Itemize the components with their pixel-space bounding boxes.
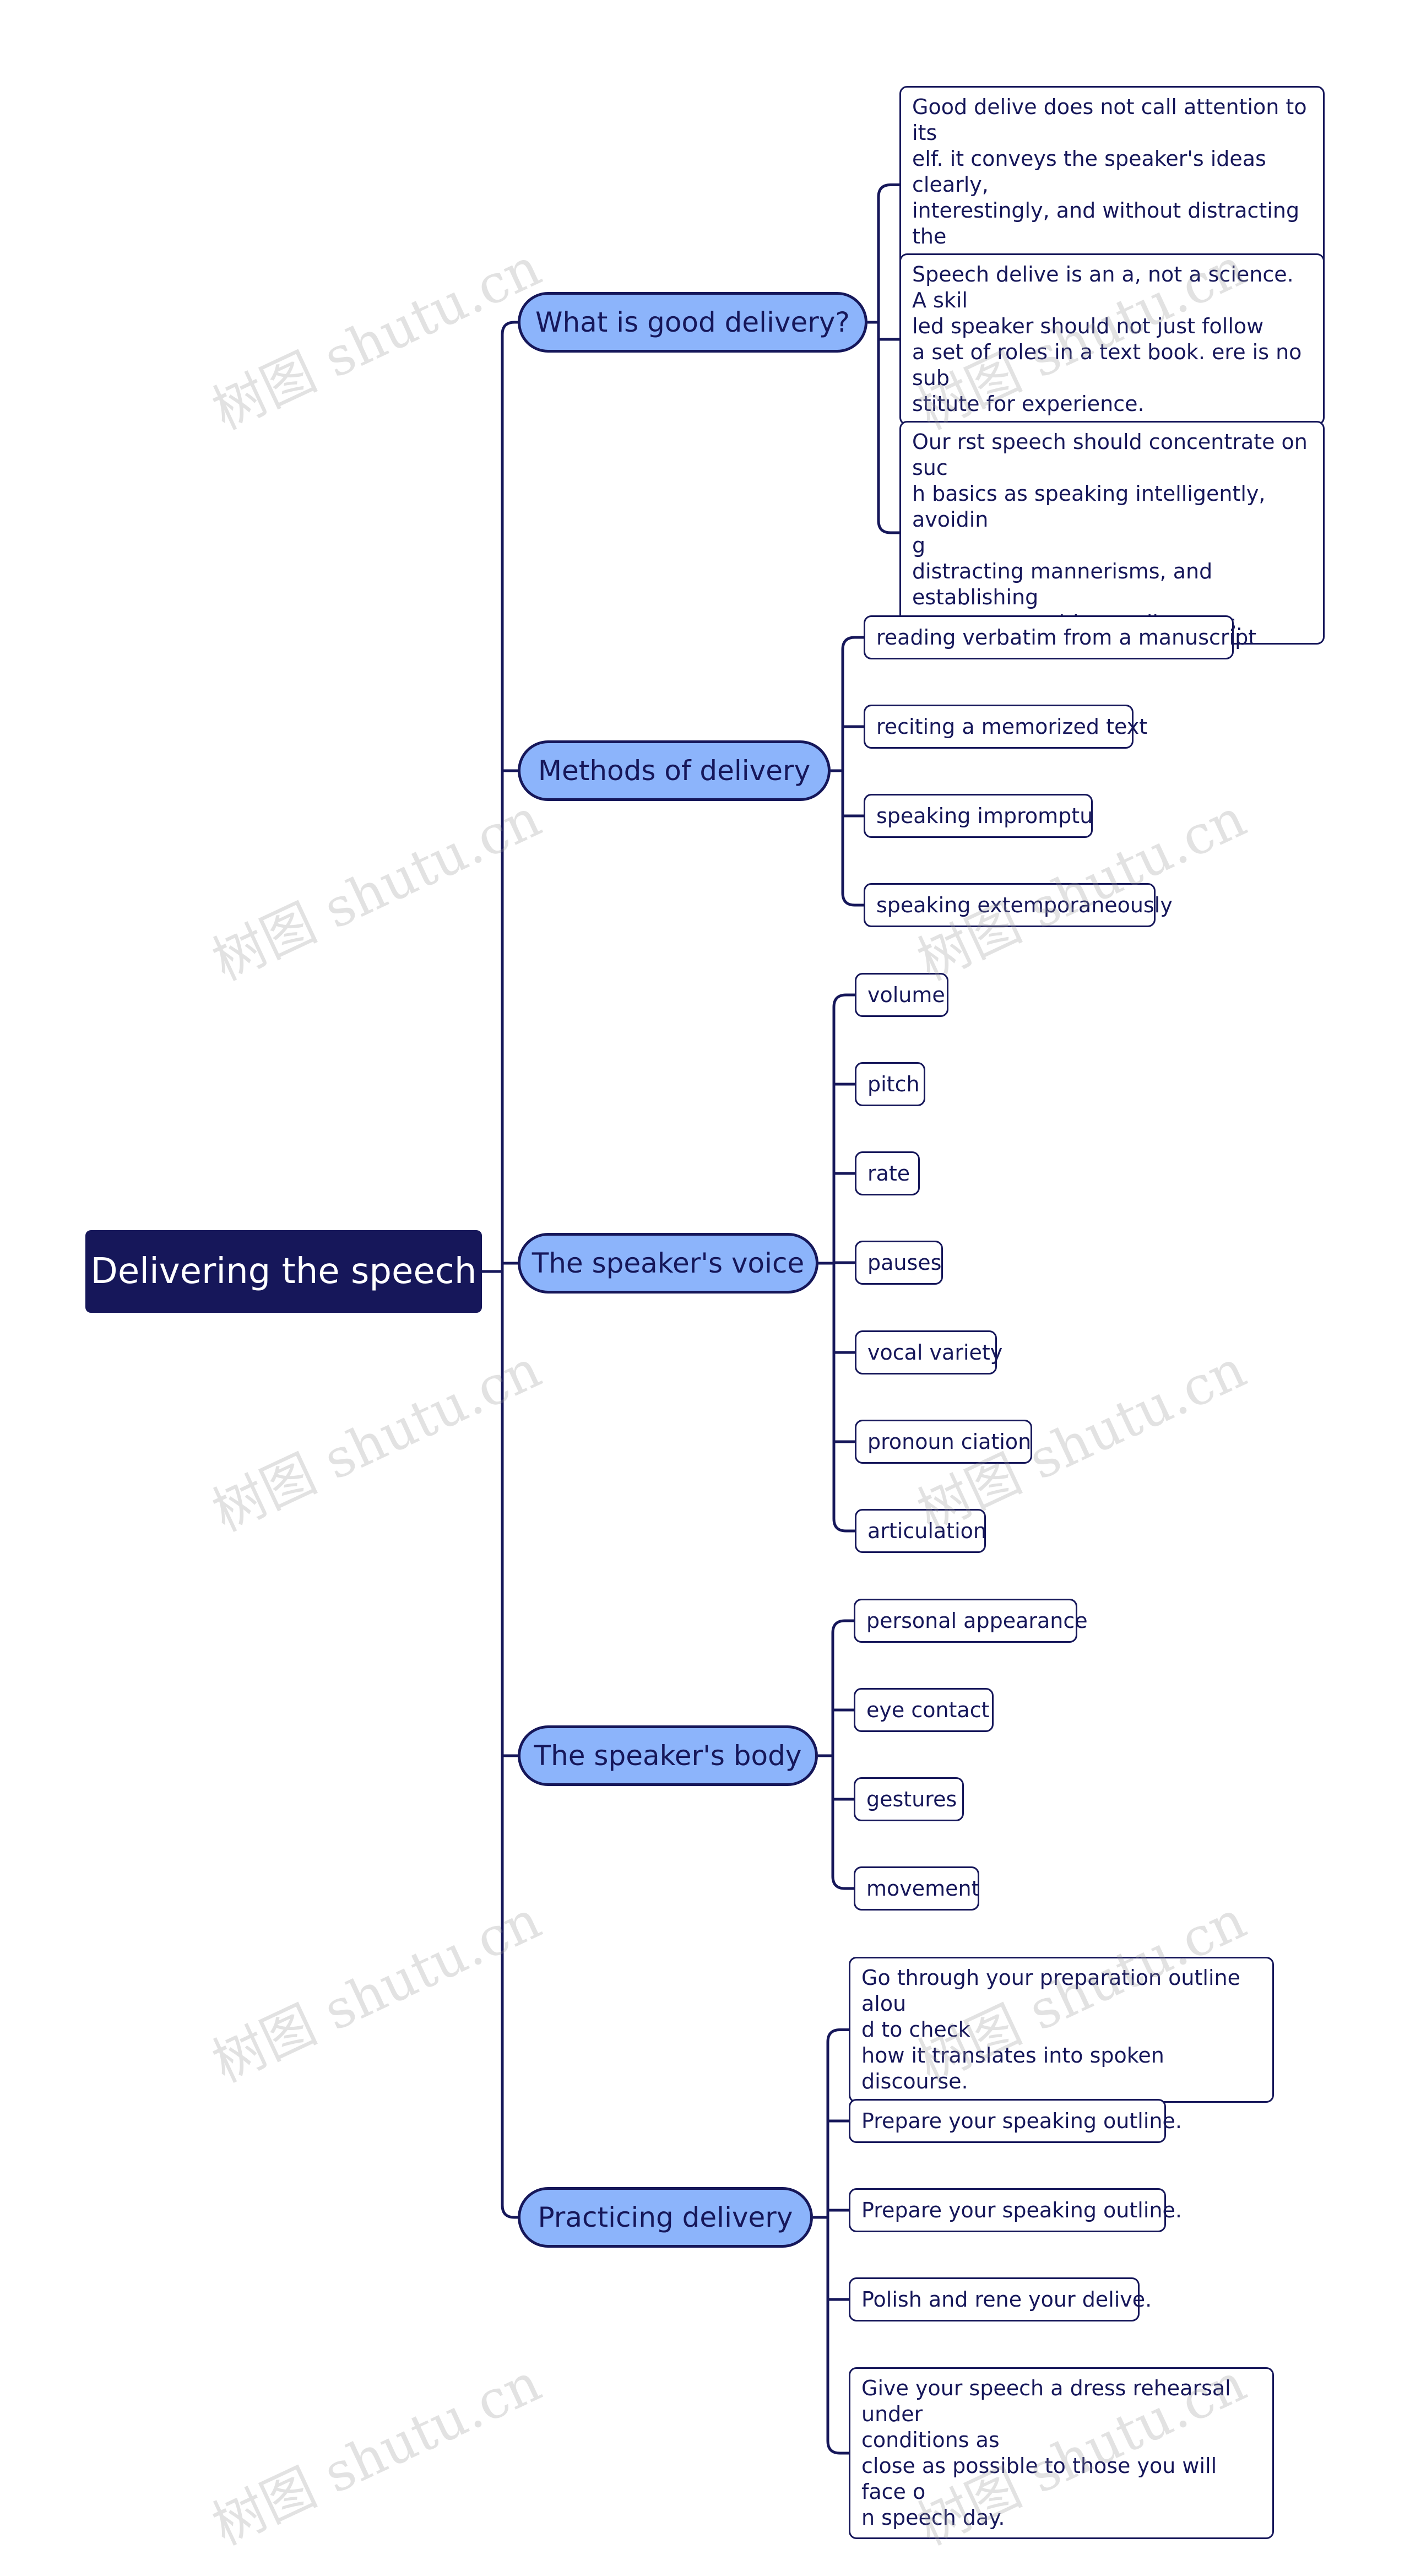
branch-connector-link (831, 1619, 854, 1633)
leaf-node[interactable]: Prepare your speaking outline. (849, 2188, 1182, 2232)
branch-connector-link (832, 1518, 855, 1533)
root-connector-link (501, 321, 518, 335)
branch-node-body[interactable]: The speaker's body (518, 1725, 818, 1786)
leaf-node[interactable]: eye contact (854, 1688, 994, 1732)
branch-node-voice[interactable]: The speaker's voice (518, 1233, 818, 1294)
leaf-node[interactable]: volume (855, 973, 948, 1017)
branch-node-practicing[interactable]: Practicing delivery (518, 2187, 813, 2248)
leaf-node[interactable]: reading verbatim from a manuscript (864, 615, 1256, 659)
branch-connector-link (826, 2028, 849, 2042)
leaf-node[interactable]: Prepare your speaking outline. (849, 2099, 1182, 2143)
leaf-node[interactable]: Speech delive is an a, not a science. A … (899, 253, 1325, 425)
leaf-node[interactable]: speaking extemporaneously (864, 883, 1173, 927)
leaf-node[interactable]: movement (854, 1866, 980, 1911)
root-node[interactable]: Delivering the speech (85, 1230, 482, 1313)
leaf-node[interactable]: speaking impromptu (864, 794, 1093, 838)
branch-connector-link (832, 993, 855, 1008)
leaf-node[interactable]: articulation (855, 1509, 986, 1553)
leaf-node[interactable]: reciting a memorized text (864, 705, 1147, 749)
branch-node-good-delivery[interactable]: What is good delivery? (518, 292, 867, 353)
leaf-node[interactable]: rate (855, 1151, 920, 1195)
leaf-node[interactable]: pauses (855, 1241, 943, 1285)
leaf-node[interactable]: Polish and rene your delive. (849, 2277, 1152, 2321)
leaf-node[interactable]: vocal variety (855, 1330, 1002, 1374)
leaf-node[interactable]: Go through your preparation outline alou… (849, 1957, 1274, 2103)
leaf-node[interactable]: Give your speech a dress rehearsal under… (849, 2367, 1274, 2539)
leaf-node[interactable]: personal appearance (854, 1599, 1088, 1643)
leaf-node[interactable]: Good delive does not call attention to i… (899, 86, 1325, 284)
branch-connector-link (826, 2440, 849, 2455)
branch-connector-link (831, 1876, 854, 1890)
leaf-node[interactable]: pitch (855, 1062, 925, 1106)
root-connector-link (501, 2205, 518, 2219)
leaf-node[interactable]: gestures (854, 1777, 964, 1821)
branch-node-methods[interactable]: Methods of delivery (518, 740, 831, 801)
leaf-node[interactable]: pronoun ciation (855, 1420, 1032, 1464)
branch-connector-link (877, 183, 899, 197)
leaf-node[interactable]: Our rst speech should concentrate on suc… (899, 421, 1325, 645)
branch-connector-link (841, 636, 864, 650)
branch-connector-link (841, 892, 864, 907)
branch-connector-link (877, 520, 899, 534)
